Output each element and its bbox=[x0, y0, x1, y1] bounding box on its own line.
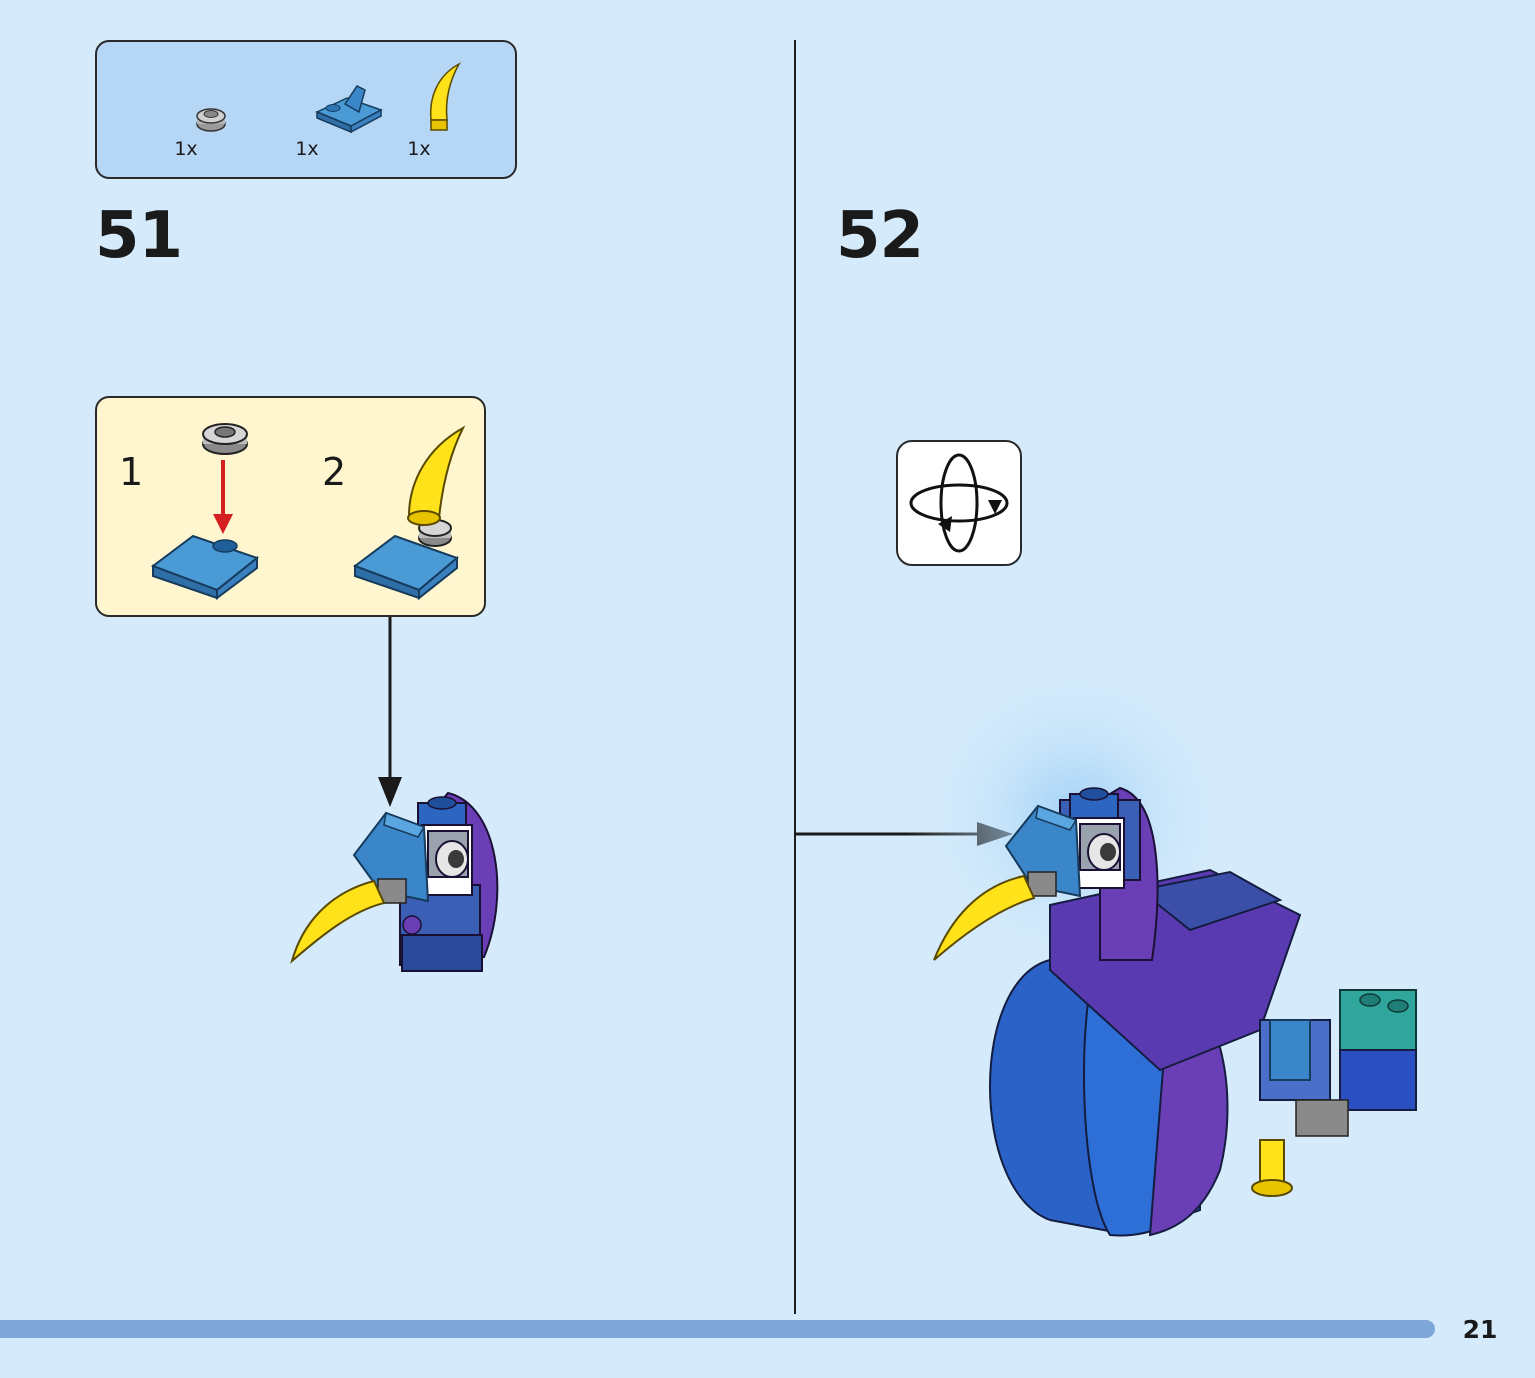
progress-bar bbox=[0, 1320, 1435, 1338]
slope-bracket-blue-icon bbox=[315, 85, 383, 134]
sub-step-number: 2 bbox=[322, 450, 347, 494]
parts-list-item: 1x bbox=[397, 62, 461, 162]
round-plate-1x1-grey-icon bbox=[196, 108, 226, 132]
rotate-model-box bbox=[896, 440, 1022, 566]
bird-head-assembly bbox=[290, 791, 499, 972]
rotate-model-icon bbox=[909, 453, 1009, 553]
parts-list-item: 1x bbox=[267, 82, 383, 162]
parts-list-box: 1x 1x 1x bbox=[95, 40, 517, 179]
sub-step-2-illustration bbox=[352, 425, 466, 601]
sub-step-number: 1 bbox=[119, 450, 144, 494]
step-number: 52 bbox=[836, 199, 924, 273]
step-number: 51 bbox=[95, 199, 183, 273]
part-quantity: 1x bbox=[174, 138, 198, 160]
bird-body-assembly bbox=[905, 650, 1417, 1237]
horn-tooth-yellow-icon bbox=[429, 62, 461, 131]
callout-arrow bbox=[378, 617, 402, 807]
step-divider bbox=[794, 40, 796, 1314]
part-quantity: 1x bbox=[295, 138, 319, 160]
part-quantity: 1x bbox=[407, 138, 431, 160]
sub-assembly-box: 1 2 bbox=[95, 396, 486, 617]
parts-list-item: 1x bbox=[161, 102, 226, 162]
page-number: 21 bbox=[1462, 1315, 1498, 1344]
sub-step-1-illustration bbox=[150, 423, 260, 600]
